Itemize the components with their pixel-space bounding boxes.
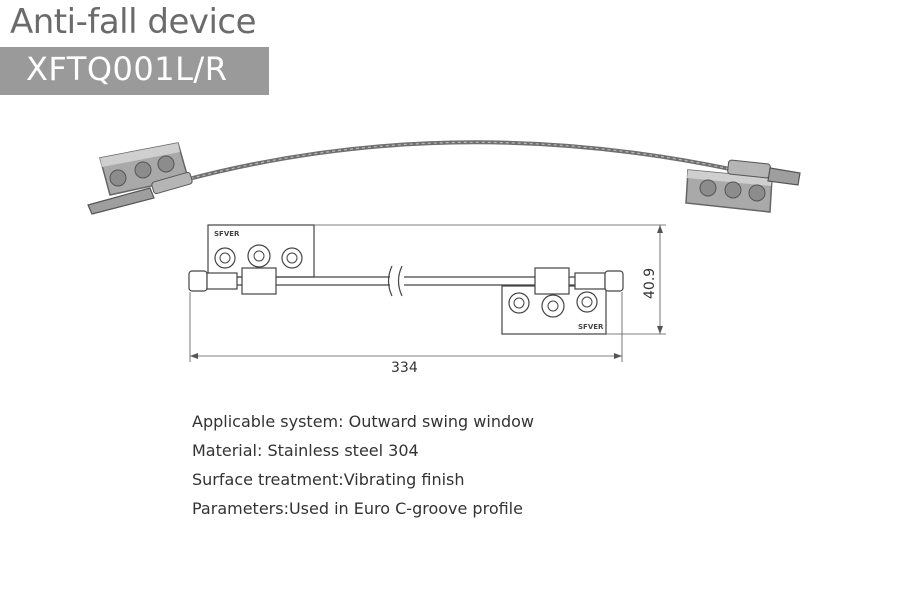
drawing-left-ferrule xyxy=(188,267,277,295)
brand-mark-left: SFVER xyxy=(214,230,240,238)
model-banner: XFTQ001L/R xyxy=(0,47,269,95)
product-title: Anti-fall device xyxy=(10,2,257,42)
photo-right-bracket xyxy=(685,159,801,213)
drawing-right-ferrule xyxy=(534,267,624,295)
spec-list: Applicable system: Outward swing window … xyxy=(192,407,534,523)
model-number: XFTQ001L/R xyxy=(26,50,228,88)
photo-left-bracket xyxy=(87,142,193,215)
brand-mark-right: SFVER xyxy=(578,323,604,331)
height-label: 40.9 xyxy=(642,268,658,299)
dimension-length: 334 xyxy=(189,292,623,376)
product-photo xyxy=(87,140,801,215)
spec-system: Applicable system: Outward swing window xyxy=(192,412,534,431)
dimension-height: 40.9 xyxy=(314,224,666,335)
spec-material: Material: Stainless steel 304 xyxy=(192,441,419,460)
length-label: 334 xyxy=(391,360,418,376)
spec-surface: Surface treatment:Vibrating finish xyxy=(192,470,465,489)
spec-parameters: Parameters:Used in Euro C-groove profile xyxy=(192,499,523,518)
